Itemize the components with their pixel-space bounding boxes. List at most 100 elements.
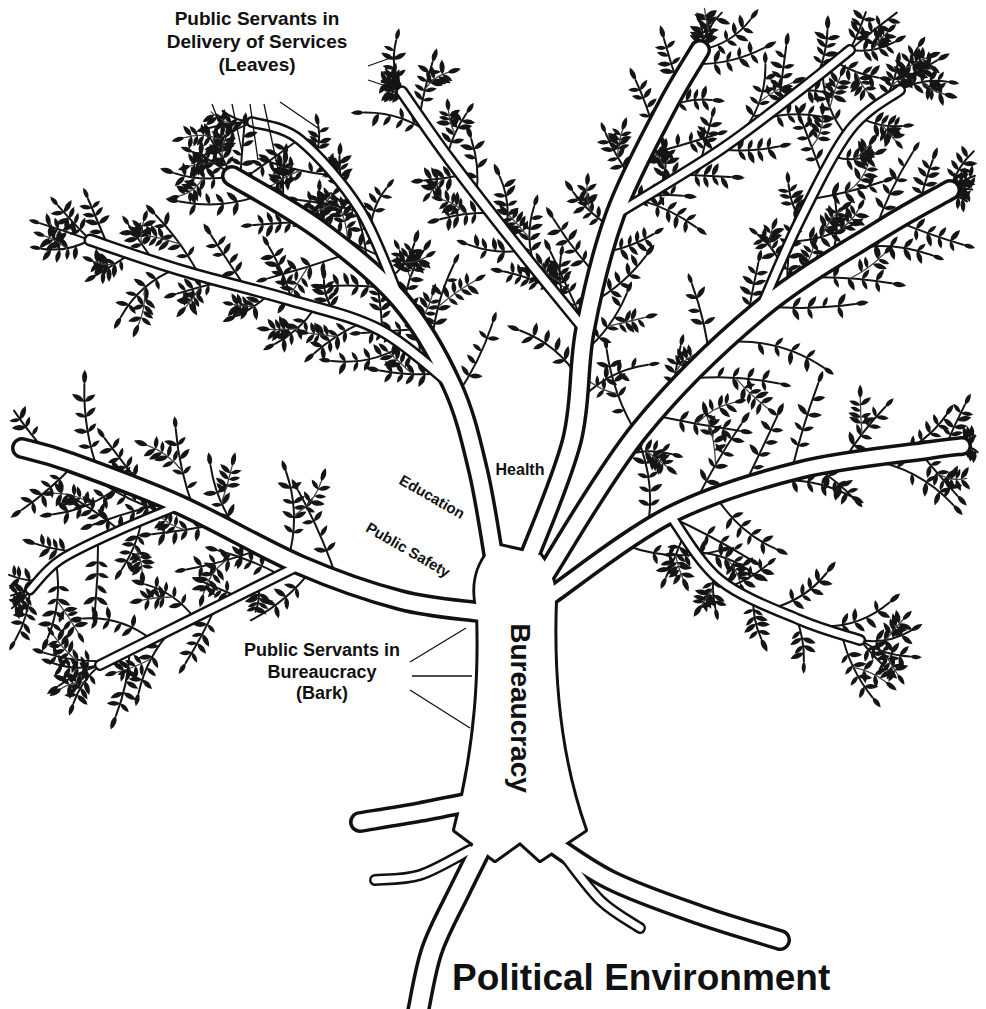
twig [639, 200, 696, 227]
leaf [276, 480, 291, 491]
leaf [154, 279, 161, 291]
leaf [28, 218, 41, 226]
leaf [130, 323, 141, 339]
leaf [813, 29, 828, 41]
leaf [171, 468, 183, 476]
leaf [132, 277, 147, 289]
leaf [825, 41, 837, 49]
leaf [930, 459, 943, 467]
leaf [666, 200, 679, 212]
leaf [642, 86, 654, 100]
leaf [627, 66, 638, 81]
leaf [215, 202, 226, 217]
leaf [778, 141, 792, 148]
leaf [715, 16, 731, 26]
leaf [822, 365, 835, 376]
leaf [273, 605, 281, 619]
leaf [737, 47, 742, 59]
leaf [97, 213, 111, 226]
leaf [869, 49, 880, 63]
leaf [962, 188, 973, 204]
leaf [153, 436, 159, 449]
leaf [703, 315, 717, 326]
leaf [222, 300, 235, 306]
leaf [698, 468, 708, 483]
leaf [369, 295, 381, 304]
leaf [766, 137, 773, 149]
leaf [865, 86, 877, 91]
leaf [329, 191, 340, 205]
leaf [710, 106, 718, 119]
leaf [576, 183, 588, 192]
leaf [845, 68, 851, 81]
leaf [209, 178, 216, 190]
leaf [672, 215, 679, 230]
leaf [658, 25, 667, 40]
leaf [726, 39, 738, 48]
leaf [941, 426, 952, 437]
leaf [712, 62, 723, 77]
leaf [74, 411, 86, 418]
leaf [166, 444, 173, 457]
leaf [172, 416, 178, 429]
leaf [929, 89, 934, 101]
leaf [362, 347, 372, 360]
leaf [264, 147, 279, 157]
leaf [761, 534, 775, 544]
leaf [770, 217, 780, 231]
leaf [475, 156, 489, 169]
leaf [427, 304, 439, 310]
leaf [383, 44, 395, 52]
leaf [281, 509, 295, 520]
leaf [603, 338, 609, 351]
leaf [947, 80, 960, 86]
leaf [262, 342, 276, 353]
leaf [832, 93, 848, 104]
leaf [186, 245, 196, 257]
leaf [725, 403, 739, 415]
leaf [860, 434, 873, 441]
leaf [731, 510, 745, 519]
leaf [851, 8, 865, 22]
leaf [191, 188, 200, 202]
leaf [444, 177, 453, 193]
leaf [125, 290, 138, 297]
leaf [174, 567, 187, 574]
leaf [699, 427, 713, 436]
leaf [281, 265, 293, 276]
leaf [568, 281, 579, 293]
leaf [695, 285, 708, 300]
leaf [181, 464, 192, 475]
leaf [57, 479, 64, 495]
leaf [663, 552, 676, 558]
leaf [762, 223, 773, 235]
leaf [693, 175, 702, 188]
leaf [581, 211, 593, 220]
leaf [191, 554, 203, 568]
leaf [695, 225, 709, 237]
leaf [260, 166, 265, 178]
leaf [335, 336, 341, 351]
leaf [412, 229, 421, 245]
leaf [741, 274, 756, 287]
leaf [398, 107, 405, 120]
leaf [284, 582, 297, 589]
leaf [293, 527, 305, 534]
leaf [838, 80, 852, 85]
leaf [936, 70, 945, 81]
leaf [62, 511, 71, 526]
leaf [28, 487, 43, 497]
leaf [587, 192, 599, 201]
leaf [786, 113, 797, 124]
leaf [416, 373, 427, 388]
leaf [559, 244, 565, 257]
leaf [667, 545, 679, 550]
leaf [756, 149, 765, 163]
leaf [252, 306, 259, 321]
leaf [955, 494, 968, 508]
leaf [635, 230, 640, 243]
leaf [820, 130, 831, 135]
twig [718, 499, 776, 549]
leaf [694, 139, 705, 150]
leaf [553, 336, 562, 352]
